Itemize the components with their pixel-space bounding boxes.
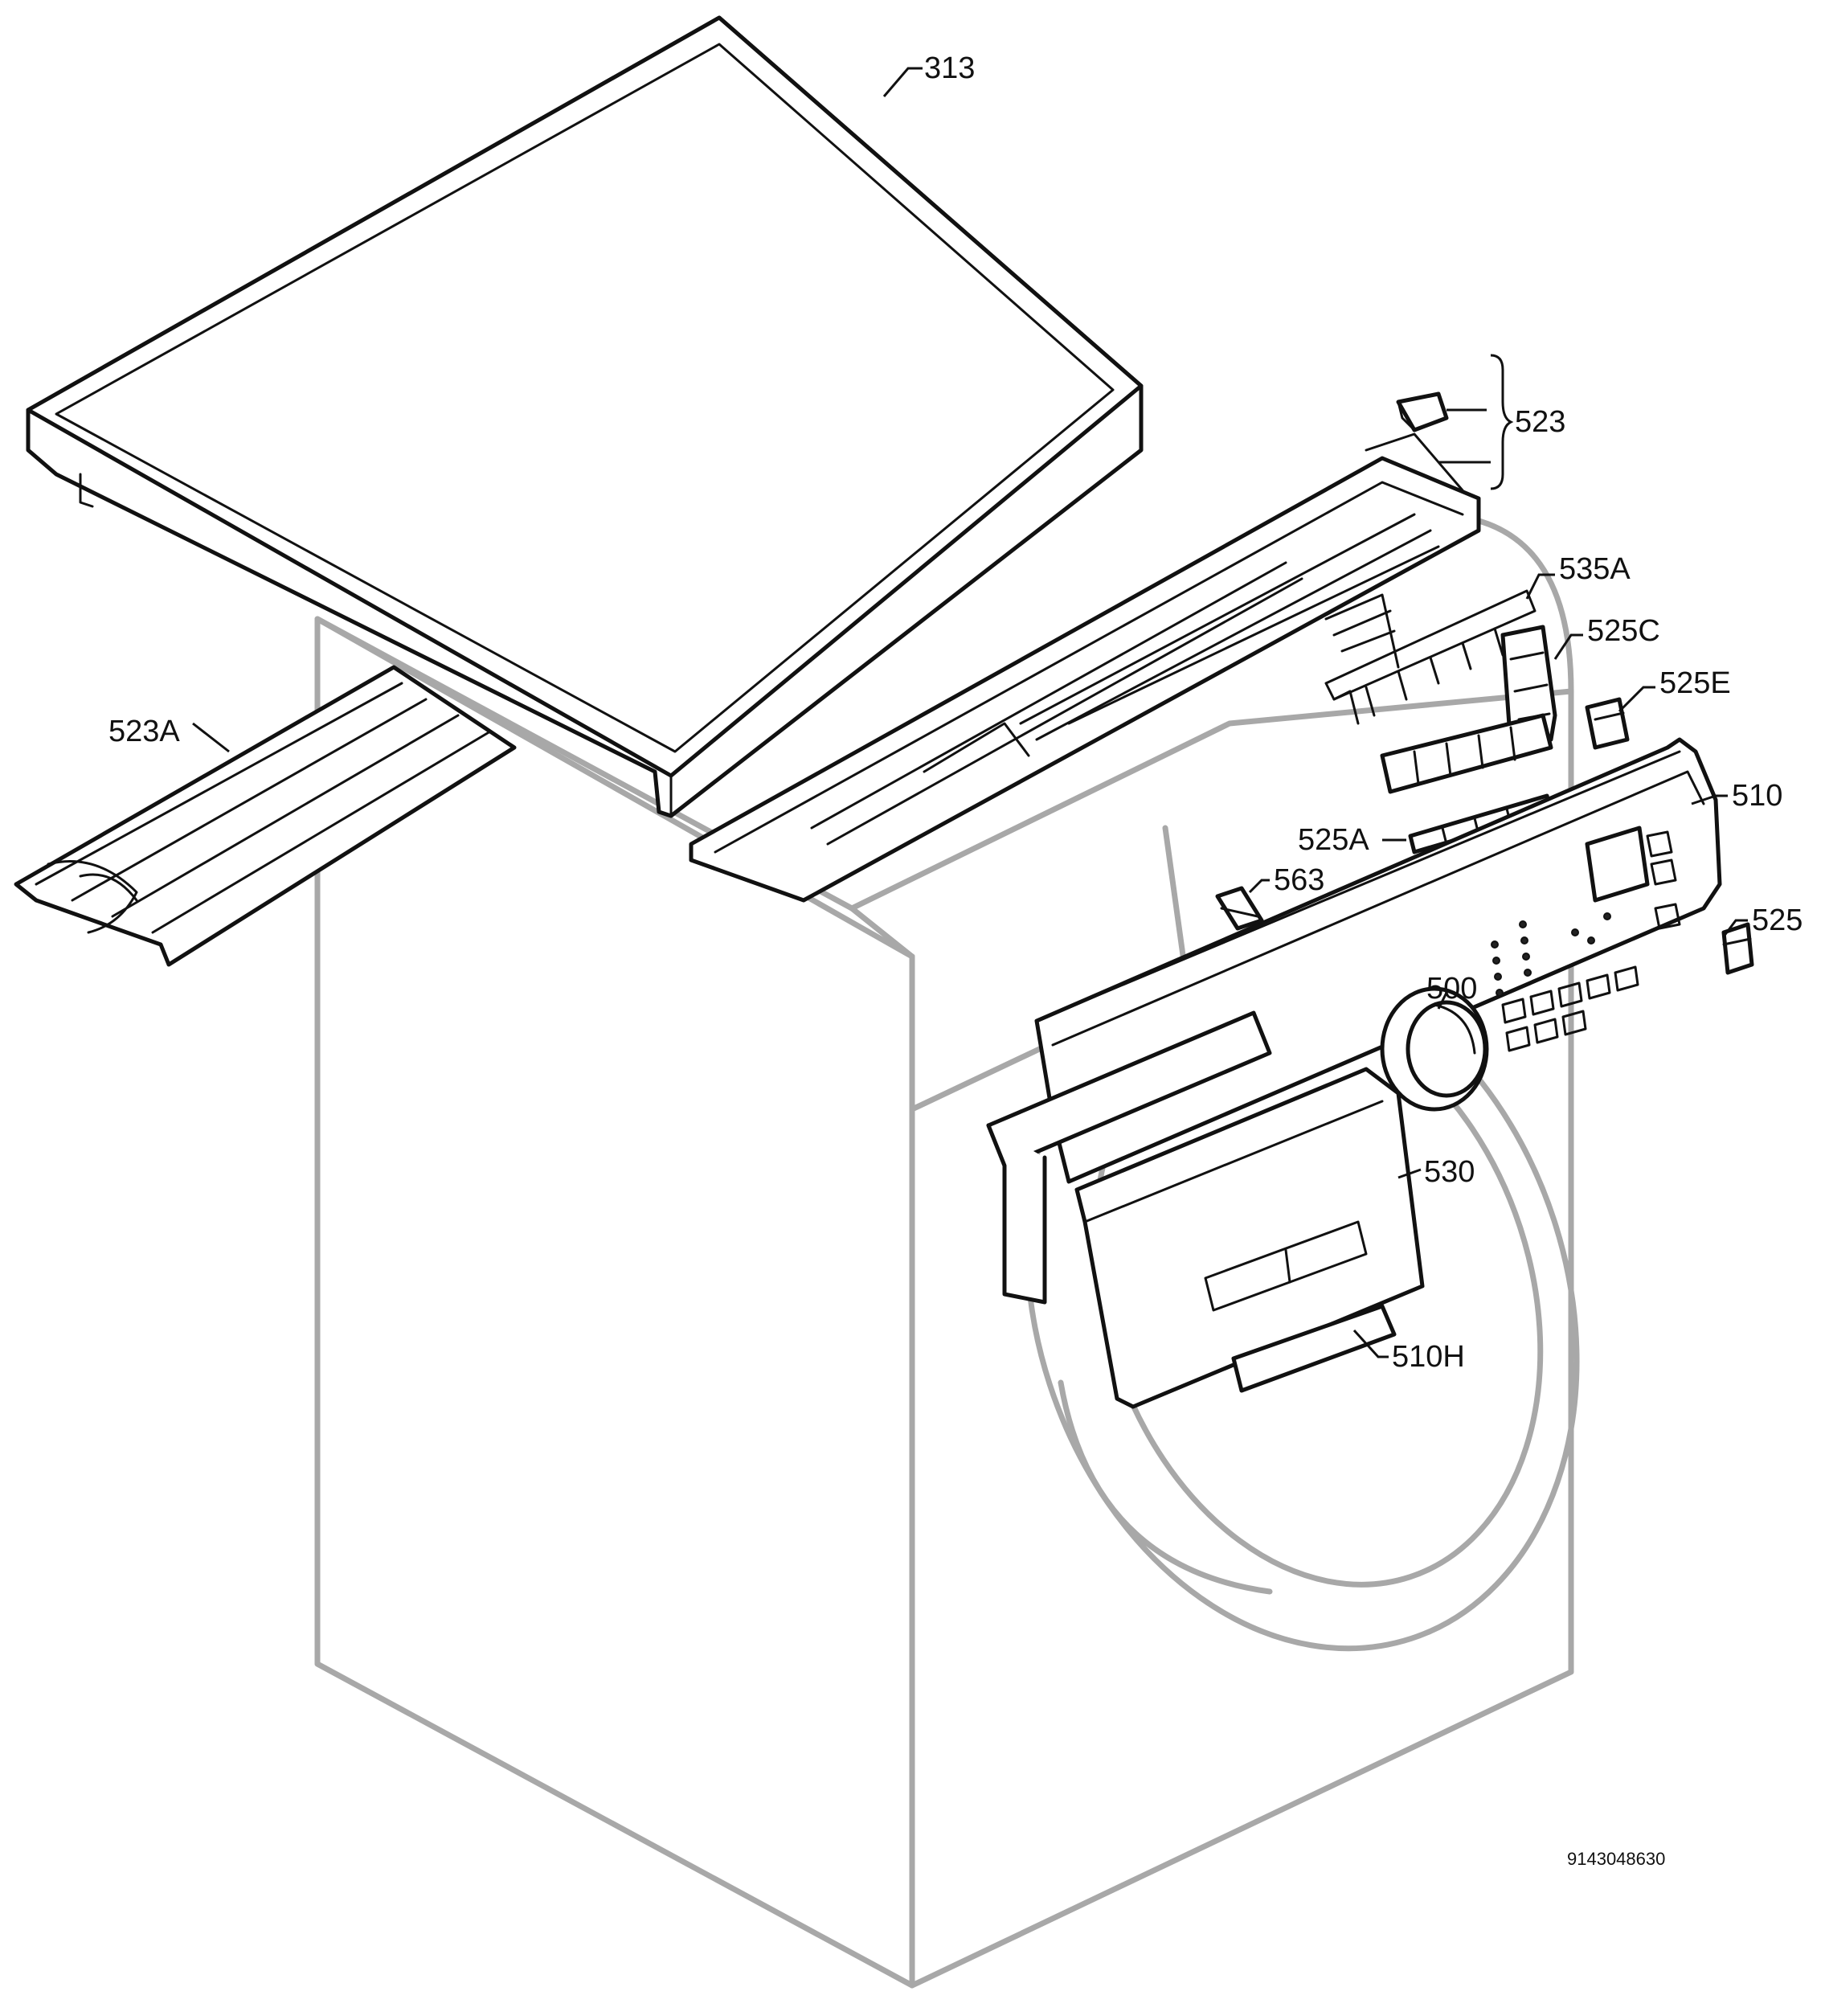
label-510H: 510H: [1392, 1340, 1465, 1374]
part-labels: 313 523 523A 535A 525C 525E 510 525A 563…: [108, 51, 1802, 1869]
bracket-cap: [1396, 391, 1449, 432]
control-panel: [986, 737, 1722, 1305]
label-525: 525: [1752, 904, 1802, 937]
label-535A: 535A: [1559, 552, 1631, 586]
top-lid: [26, 15, 1144, 818]
rear-bracket: [689, 432, 1481, 903]
label-523: 523: [1515, 405, 1565, 439]
label-313: 313: [924, 51, 975, 85]
label-525A: 525A: [1298, 823, 1369, 857]
label-523A: 523A: [108, 715, 180, 748]
label-525E: 525E: [1659, 666, 1731, 700]
label-510: 510: [1732, 779, 1782, 813]
side-rail: [14, 665, 517, 967]
program-knob: [1380, 986, 1489, 1112]
key-module: [1585, 697, 1630, 750]
clip: [1721, 922, 1754, 975]
label-500: 500: [1426, 972, 1477, 1006]
button-strip: [1380, 713, 1553, 854]
document-number: 9143048630: [1567, 1849, 1665, 1869]
label-563: 563: [1274, 863, 1324, 897]
label-530: 530: [1424, 1155, 1475, 1189]
wire-harness: [1324, 589, 1537, 725]
pin: [1215, 886, 1264, 931]
handle: [1231, 1304, 1397, 1393]
leader-lines: [192, 67, 1748, 1358]
label-525C: 525C: [1587, 614, 1660, 648]
